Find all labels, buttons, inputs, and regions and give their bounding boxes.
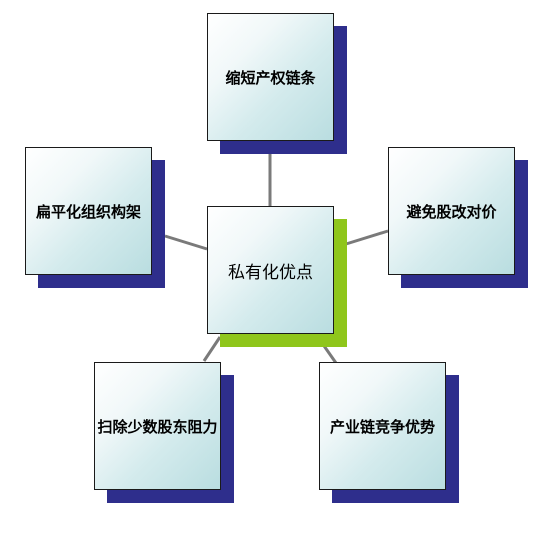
node-bottom-left-label: 扫除少数股东阻力 [97, 417, 218, 436]
node-top: 缩短产权链条 [207, 13, 347, 154]
node-top-box: 缩短产权链条 [207, 13, 334, 141]
node-top-label: 缩短产权链条 [225, 68, 316, 87]
node-center-box: 私有化优点 [207, 206, 334, 334]
node-left-label: 扁平化组织构架 [35, 202, 141, 221]
node-right: 避免股改对价 [388, 147, 528, 288]
connector-left [164, 234, 208, 251]
node-bottom-left: 扫除少数股东阻力 [94, 362, 234, 503]
node-center-label: 私有化优点 [228, 262, 313, 283]
node-left: 扁平化组织构架 [25, 147, 165, 288]
node-bottom-right-label: 产业链竞争优势 [329, 417, 435, 436]
node-left-box: 扁平化组织构架 [25, 147, 152, 275]
node-bottom-left-box: 扫除少数股东阻力 [94, 362, 221, 490]
node-right-box: 避免股改对价 [388, 147, 515, 275]
node-bottom-right: 产业链竞争优势 [319, 362, 459, 503]
node-right-label: 避免股改对价 [406, 202, 497, 221]
node-bottom-right-box: 产业链竞争优势 [319, 362, 446, 490]
connector-bottom-left [202, 336, 222, 362]
node-center: 私有化优点 [207, 206, 347, 347]
connector-right [345, 229, 389, 246]
